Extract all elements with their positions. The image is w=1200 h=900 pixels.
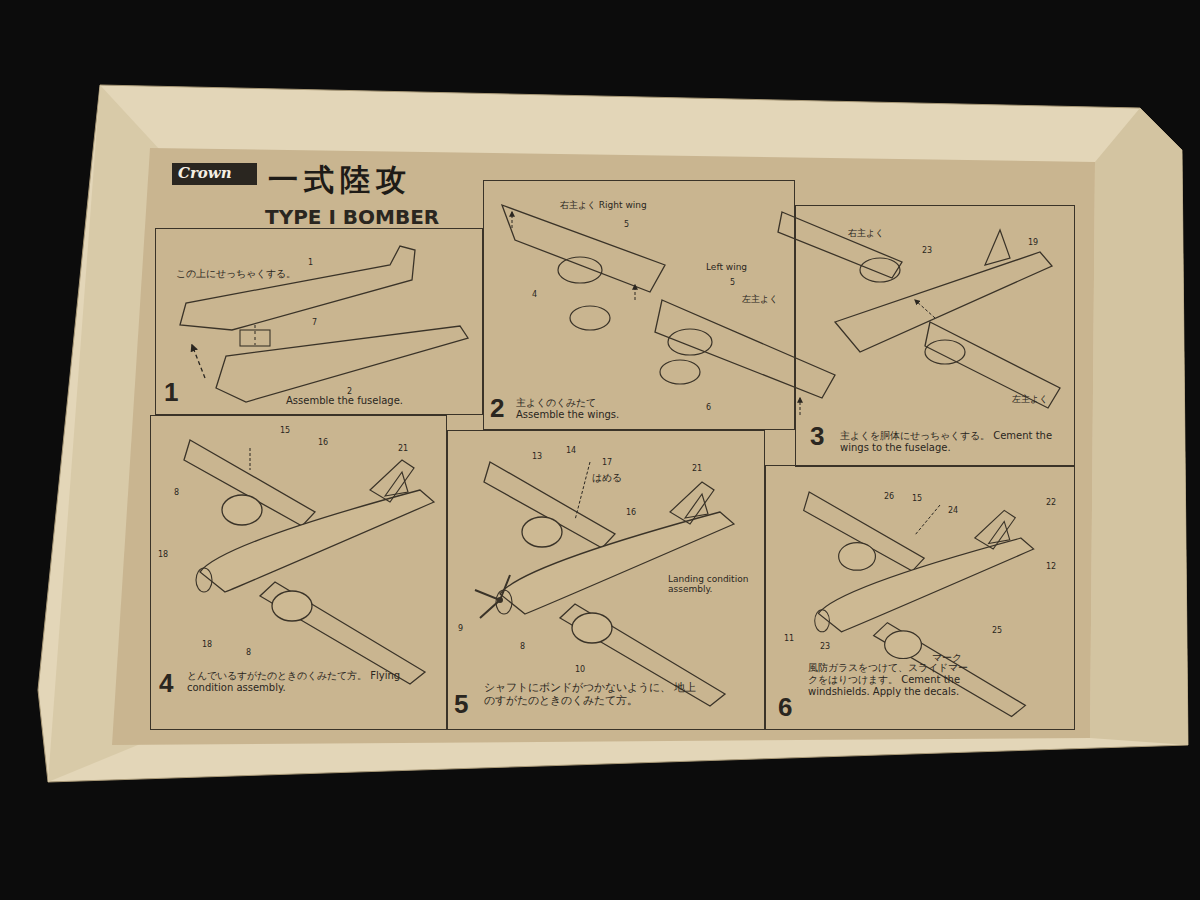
callout-number: 1 xyxy=(308,258,313,267)
callout-number: 10 xyxy=(575,665,585,674)
part-label: はめる xyxy=(592,472,622,484)
callout-number: 5 xyxy=(730,278,735,287)
callout-number: 15 xyxy=(280,426,290,435)
step-panel: 2 主よくのくみたて Assemble the wings. xyxy=(483,180,795,430)
callout-number: 15 xyxy=(912,494,922,503)
part-label: 左主よく xyxy=(742,294,778,304)
callout-number: 23 xyxy=(922,246,932,255)
callout-number: 24 xyxy=(948,506,958,515)
kit-title: 一式陸攻 xyxy=(268,160,412,201)
step-caption: Assemble the fuselage. xyxy=(286,395,466,407)
callout-number: 13 xyxy=(532,452,542,461)
callout-number: 21 xyxy=(692,464,702,473)
callout-number: 5 xyxy=(624,220,629,229)
step-panel: 4 とんでいるすがたのときのくみたて方。 Flying condition ass… xyxy=(150,415,447,730)
step-caption: 主よくを胴体にせっちゃくする。 Cement the wings to the … xyxy=(840,430,1060,454)
part-label: Landing condition assembly. xyxy=(668,574,768,595)
step-caption: シャフトにボンドがつかないように、 地上のすがたのときのくみたて方。 xyxy=(484,681,704,707)
step-caption: 主よくのくみたて Assemble the wings. xyxy=(516,397,636,421)
part-label: 右主よく xyxy=(848,228,884,238)
step-number: 1 xyxy=(164,377,178,408)
callout-number: 16 xyxy=(626,508,636,517)
callout-number: 17 xyxy=(602,458,612,467)
callout-number: 11 xyxy=(784,634,794,643)
callout-number: 6 xyxy=(706,403,711,412)
step-caption: 風防ガラスをつけて、スライドマークをはりつけます。 Cement the win… xyxy=(808,662,968,698)
step-caption: とんでいるすがたのときのくみたて方。 Flying condition asse… xyxy=(187,670,427,694)
part-label: 右主よく Right wing xyxy=(560,200,647,210)
step-panel: 6 風防ガラスをつけて、スライドマークをはりつけます。 Cement the wi… xyxy=(765,465,1075,730)
callout-number: 2 xyxy=(347,387,352,396)
callout-number: 19 xyxy=(1028,238,1038,247)
callout-number: 12 xyxy=(1046,562,1056,571)
callout-number: 23 xyxy=(820,642,830,651)
kit-subtitle: TYPE I BOMBER xyxy=(265,206,439,229)
step-number: 3 xyxy=(810,421,824,452)
step-panel: 1Assemble the fuselage. xyxy=(155,228,483,415)
part-label: 左主よく xyxy=(1012,394,1048,404)
callout-number: 16 xyxy=(318,438,328,447)
step-number: 5 xyxy=(454,689,468,720)
part-label: この上にせっちゃくする。 xyxy=(176,268,296,280)
callout-number: 26 xyxy=(884,492,894,501)
callout-number: 4 xyxy=(532,290,537,299)
step-number: 4 xyxy=(159,668,173,699)
callout-number: 25 xyxy=(992,626,1002,635)
callout-number: 18 xyxy=(202,640,212,649)
callout-number: 21 xyxy=(398,444,408,453)
brand-logo: Crown xyxy=(178,165,232,182)
callout-number: 8 xyxy=(520,642,525,651)
callout-number: 7 xyxy=(312,318,317,327)
callout-number: 14 xyxy=(566,446,576,455)
step-number: 6 xyxy=(778,692,792,723)
callout-number: 8 xyxy=(174,488,179,497)
callout-number: 18 xyxy=(158,550,168,559)
part-label: マーク xyxy=(932,652,962,664)
callout-number: 22 xyxy=(1046,498,1056,507)
callout-number: 9 xyxy=(458,624,463,633)
step-number: 2 xyxy=(490,393,504,424)
callout-number: 8 xyxy=(246,648,251,657)
part-label: Left wing xyxy=(706,262,747,272)
